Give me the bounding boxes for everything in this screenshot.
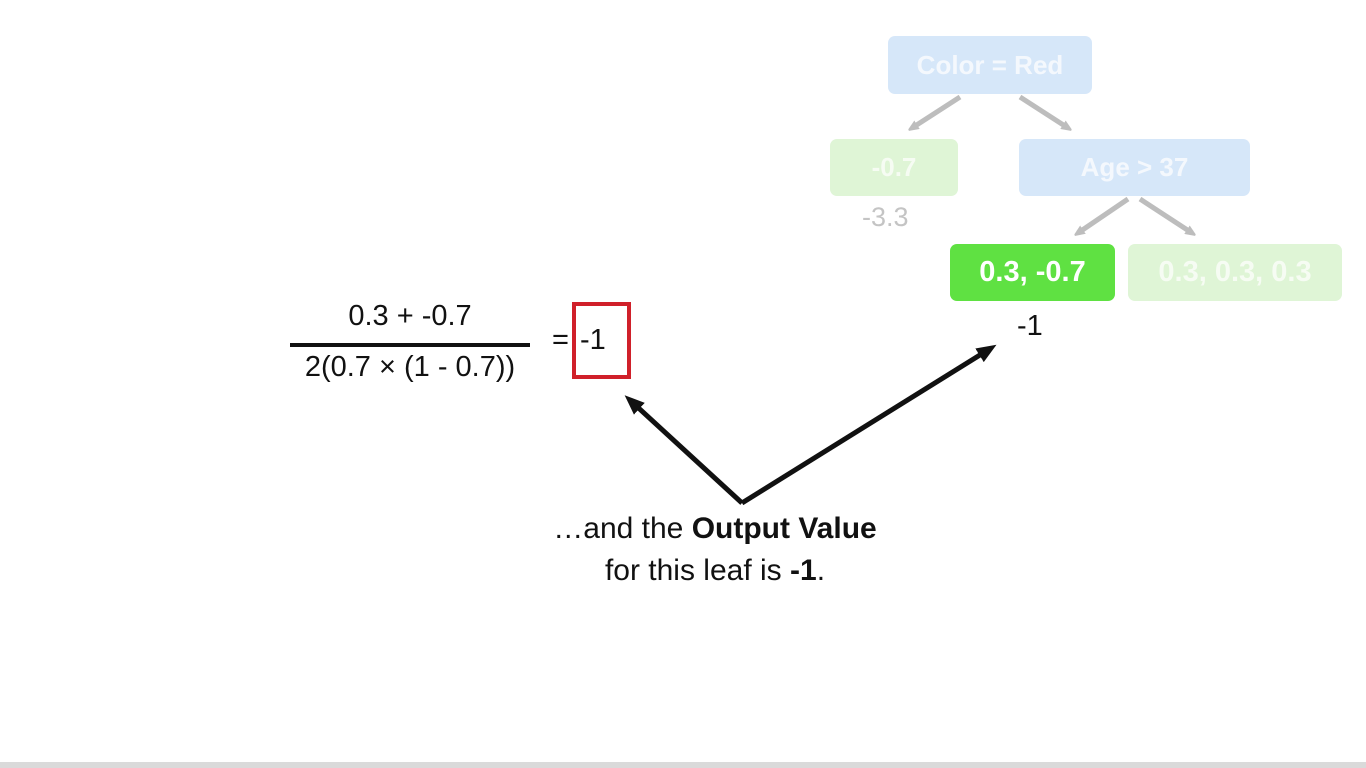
caption-line-2: for this leaf is -1. (490, 550, 940, 592)
root-node-label: Color = Red (916, 49, 1064, 80)
age-node: Age > 37 (1019, 139, 1250, 196)
left-leaf-label: -0.7 (871, 152, 917, 182)
formula-result: -1 (580, 324, 606, 356)
edge-root-left (912, 94, 962, 128)
pointer-arrows (624, 344, 997, 506)
highlighted-leaf-label: 0.3, -0.7 (979, 256, 1086, 288)
highlighted-leaf: 0.3, -0.7 (950, 244, 1115, 301)
formula-fraction-bar (290, 343, 530, 347)
root-node: Color = Red (888, 36, 1092, 94)
highlighted-leaf-output: -1 (1017, 310, 1043, 342)
edge-age-right (1138, 196, 1192, 233)
caption: …and the Output Value for this leaf is -… (490, 508, 940, 592)
caption-prefix: …and the (553, 512, 692, 545)
formula-equals: = (552, 324, 569, 356)
arrow-to-result (624, 395, 744, 505)
age-node-label: Age > 37 (1080, 152, 1189, 182)
far-right-leaf: 0.3, 0.3, 0.3 (1128, 244, 1342, 301)
arrow-to-leaf (740, 344, 997, 506)
caption-term: Output Value (691, 512, 877, 545)
formula-result-box: -1 (572, 302, 631, 379)
caption-value: -1 (790, 554, 817, 587)
bottom-strip (0, 762, 1366, 768)
edge-age-left (1078, 196, 1130, 233)
tree-edges (912, 94, 1192, 233)
caption-line2-prefix: for this leaf is (604, 554, 791, 587)
far-right-leaf-label: 0.3, 0.3, 0.3 (1158, 256, 1312, 288)
edge-root-right (1018, 94, 1068, 128)
left-leaf: -0.7 (830, 139, 958, 196)
caption-line-1: …and the Output Value (490, 508, 940, 550)
left-leaf-output: -3.3 (862, 202, 909, 232)
formula-numerator: 0.3 + -0.7 (348, 300, 472, 332)
formula-denominator: 2(0.7 × (1 - 0.7)) (304, 351, 516, 383)
caption-suffix: . (816, 554, 826, 587)
